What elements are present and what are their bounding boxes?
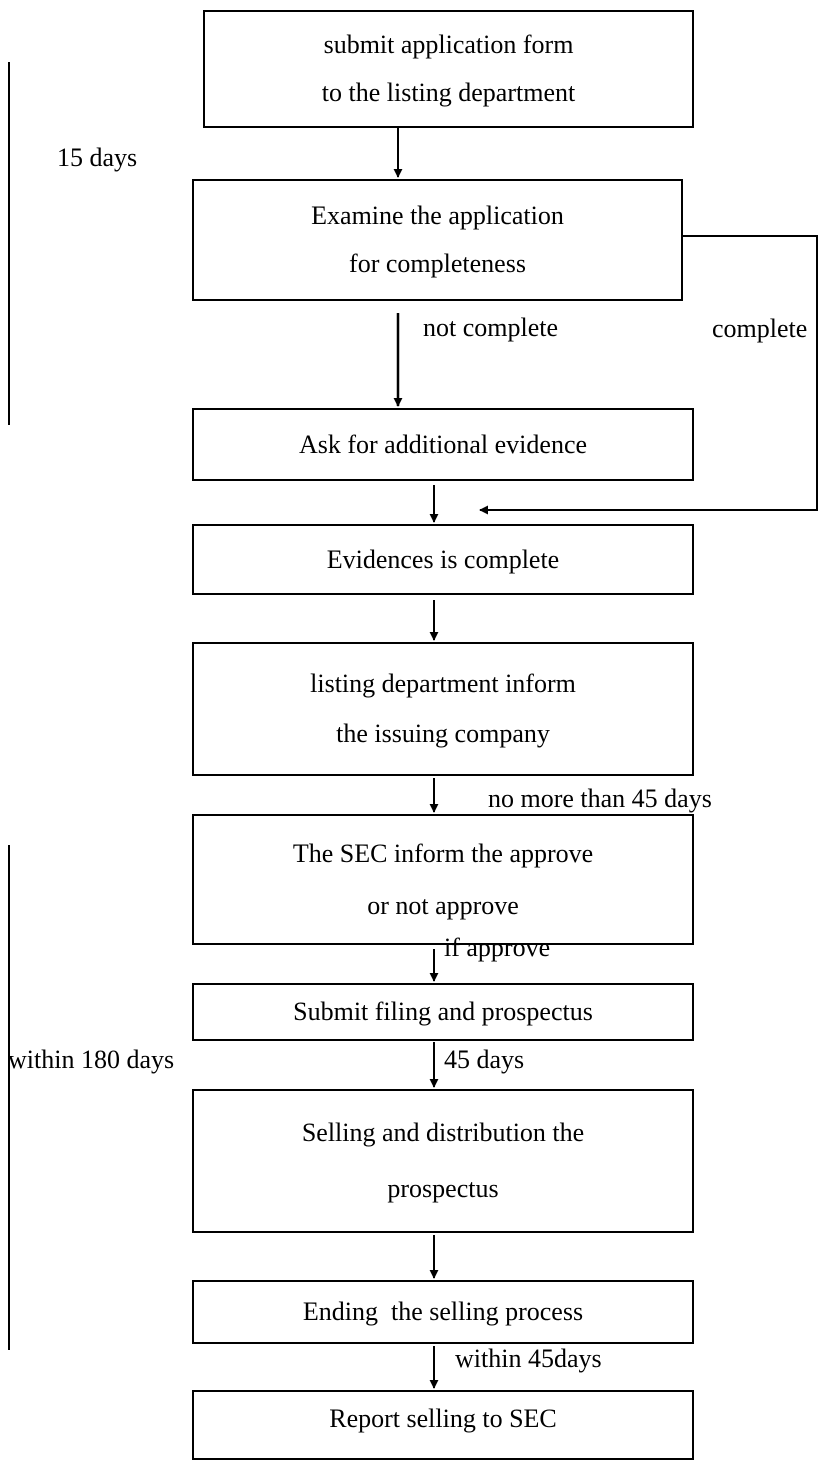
label-within-180-days: within 180 days xyxy=(8,1045,175,1074)
step-text: Ending the selling process xyxy=(302,1297,584,1326)
label-15-days: 15 days xyxy=(57,143,138,172)
step-text: Evidences is complete xyxy=(326,544,560,574)
branch-complete-path xyxy=(479,235,818,515)
step-evidence-complete: Evidences is complete xyxy=(192,524,694,595)
label-not-complete: not complete xyxy=(423,313,559,342)
step-text: or not approve xyxy=(367,890,519,920)
step-ending-selling-process: Ending the selling process xyxy=(192,1280,694,1344)
step-text: Report selling to SEC xyxy=(329,1404,557,1433)
step-text: Ask for additional evidence xyxy=(298,429,588,459)
step-text: Selling and distribution the xyxy=(301,1118,585,1147)
step-text: submit application form xyxy=(323,30,574,59)
label-45-days: 45 days xyxy=(444,1045,525,1074)
step-text: the issuing company xyxy=(336,719,550,748)
step-text: Examine the application xyxy=(311,201,564,230)
step-text: The SEC inform the approve xyxy=(292,838,594,868)
step-selling-distribution: Selling and distribution the prospectus xyxy=(192,1089,694,1233)
step-submit-application: submit application form to the listing d… xyxy=(203,10,694,128)
label-complete: complete xyxy=(712,314,808,343)
step-submit-filing-prospectus: Submit filing and prospectus xyxy=(192,983,694,1041)
step-text: prospectus xyxy=(387,1174,499,1203)
step-listing-department-inform: listing department inform the issuing co… xyxy=(192,642,694,776)
step-text: listing department inform xyxy=(310,669,576,698)
step-sec-inform-approval: The SEC inform the approve or not approv… xyxy=(192,814,694,945)
label-no-more-than-45-days: no more than 45 days xyxy=(488,784,712,813)
label-if-approve: if approve xyxy=(444,933,551,962)
step-text: Submit filing and prospectus xyxy=(293,997,593,1026)
step-text: for completeness xyxy=(349,249,526,278)
step-ask-additional-evidence: Ask for additional evidence xyxy=(192,408,694,481)
step-text: to the listing department xyxy=(321,78,576,107)
step-report-selling: Report selling to SEC xyxy=(192,1390,694,1460)
label-within-45days: within 45days xyxy=(455,1344,602,1373)
step-examine-application: Examine the application for completeness xyxy=(192,179,683,301)
